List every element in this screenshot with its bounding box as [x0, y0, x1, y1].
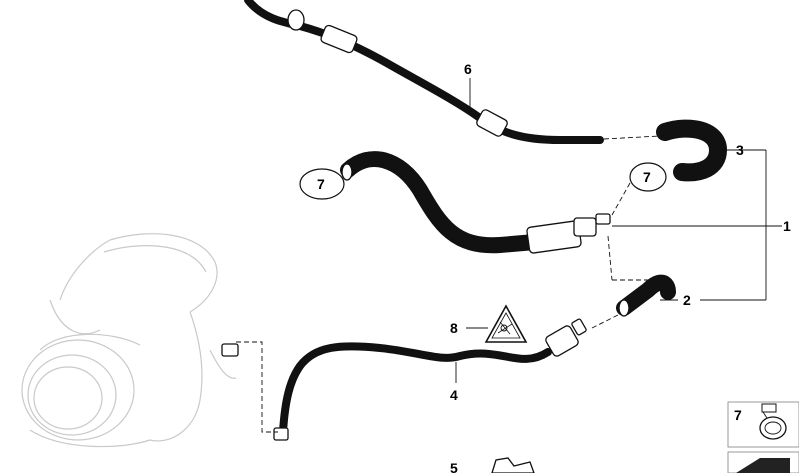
callout-4: 4 — [450, 387, 458, 403]
svg-text:7: 7 — [643, 169, 651, 185]
vacuum-hose-2[interactable] — [616, 274, 676, 317]
vacuum-hose-6[interactable] — [244, 0, 604, 144]
legend-item-number: 7 — [734, 407, 742, 423]
callout-1: 1 — [783, 218, 791, 234]
legend-hose-clamp: 7 — [727, 401, 799, 448]
callout-8: 8 — [450, 320, 458, 336]
callout-3: 3 — [736, 142, 744, 158]
svg-text:7: 7 — [317, 176, 325, 192]
warning-triangle-icon — [484, 304, 528, 343]
u-hose[interactable] — [656, 119, 727, 182]
callout-6: 6 — [464, 61, 472, 77]
bracket-icon — [491, 457, 535, 473]
legend-box-lower — [727, 451, 799, 473]
check-valve[interactable] — [544, 318, 587, 357]
callout-2: 2 — [683, 292, 691, 308]
vacuum-hose-4[interactable] — [273, 342, 552, 441]
intake-boot-outline — [21, 233, 237, 448]
vacuum-hose-main[interactable] — [340, 151, 611, 254]
callout-7-circle-left: 7 — [299, 168, 345, 200]
connector-fitting — [221, 343, 239, 357]
callout-7-circle-top: 7 — [629, 162, 667, 192]
callout-5: 5 — [450, 460, 458, 473]
hose-clamp-icon — [759, 403, 787, 440]
